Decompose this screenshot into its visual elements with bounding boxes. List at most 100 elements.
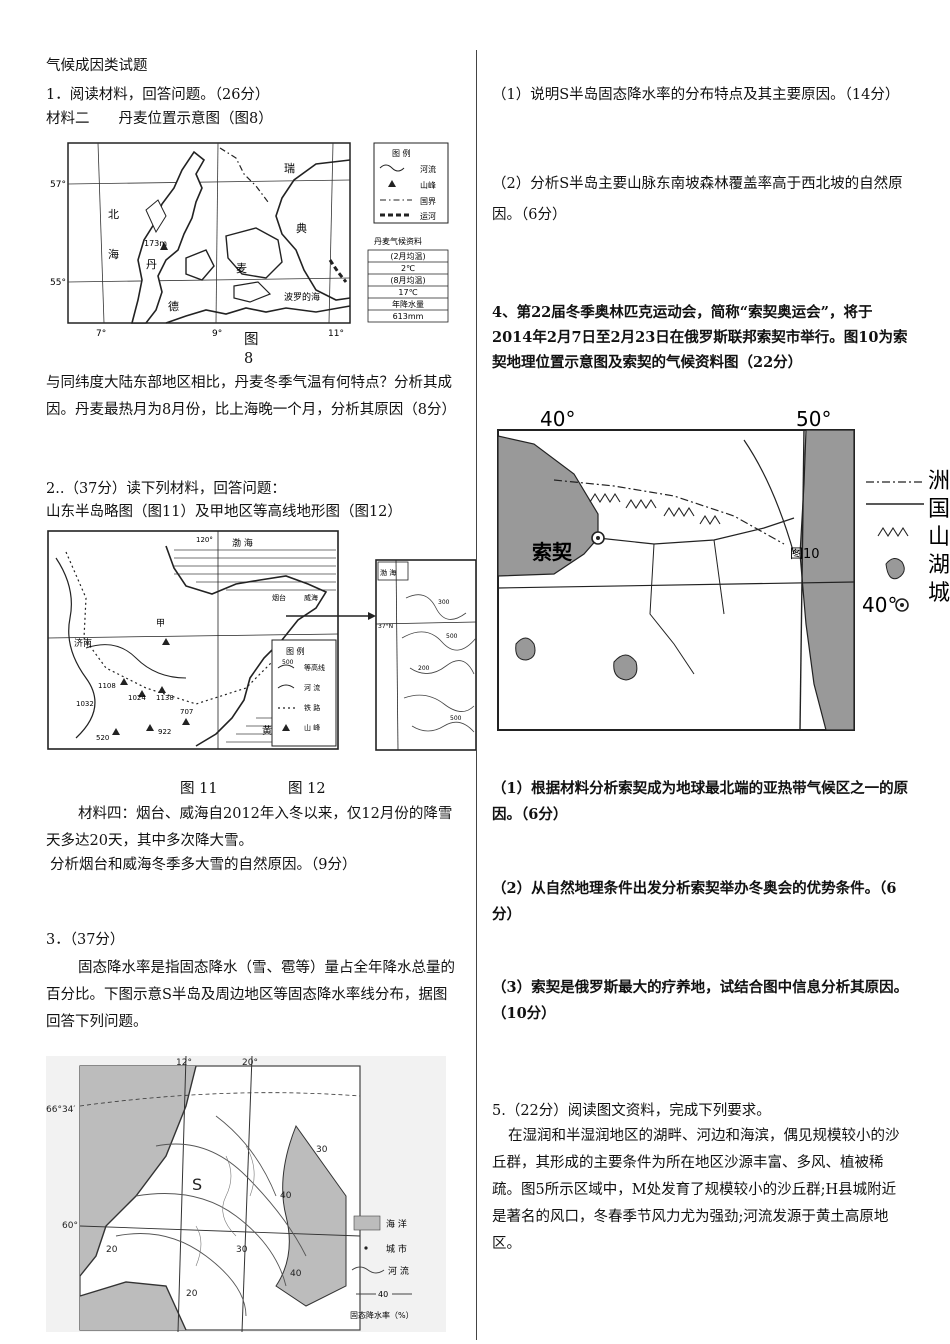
svg-text:17℃: 17℃ xyxy=(398,288,417,297)
scandinavia-legend: 海 洋 城 市 河 流 40 固态降水率（%） xyxy=(350,1215,414,1320)
svg-text:707: 707 xyxy=(180,708,193,716)
shandong-map: 120° 渤 海 烟台 威海 济南 甲 1108 1024 1032 1138 … xyxy=(47,530,476,751)
svg-text:613mm: 613mm xyxy=(393,312,424,321)
svg-text:图 例: 图 例 xyxy=(286,646,305,656)
svg-text:20: 20 xyxy=(106,1245,118,1255)
svg-text:2℃: 2℃ xyxy=(401,264,415,273)
scandinavia-map: 12° 20° 66°34′ 60° S 30 40 20 40 30 20 海… xyxy=(46,1056,446,1332)
q1-header: 1．阅读材料，回答问题。（26分） xyxy=(46,87,270,103)
lat-57: 57° xyxy=(50,180,66,190)
svg-text:河 流: 河 流 xyxy=(388,1265,409,1277)
q2-subheader: 山东半岛略图（图11）及甲地区等高线地形图（图12） xyxy=(46,504,402,520)
q5-body: 在湿润和半湿润地区的湖畔、河边和海滨，偶见规模较小的沙丘群，其形成的主要条件为所… xyxy=(492,1128,900,1252)
svg-text:济南: 济南 xyxy=(74,637,92,649)
svg-text:30: 30 xyxy=(236,1245,248,1255)
denmark-map: 57° 55° 7° 9° 11° 瑞 典 北 海 173m 丹 麦 波罗的海 … xyxy=(50,142,449,339)
svg-text:城: 城 xyxy=(928,581,950,606)
q4-intro: 4、第22届冬季奥林匹克运动会，简称“索契奥运会”，将于2014年2月7日至2月… xyxy=(492,304,908,371)
page-title: 气候成因类试题 xyxy=(46,58,148,74)
q4-sub1: （1）根据材料分析索契成为地球最北端的亚热带气候区之一的原因。（6分） xyxy=(492,780,909,823)
svg-text:200: 200 xyxy=(418,665,430,672)
svg-text:国: 国 xyxy=(928,497,950,522)
svg-text:山 峰: 山 峰 xyxy=(304,723,320,732)
lat-40: 40° xyxy=(862,593,897,617)
svg-text:1108: 1108 xyxy=(98,682,116,690)
q1-question: 与同纬度大陆东部地区相比，丹麦冬季气温有何特点？分析其成因。丹麦最热月为8月份，… xyxy=(46,375,456,418)
svg-text:300: 300 xyxy=(438,599,450,606)
climate-title: 丹麦气候资料 xyxy=(374,236,422,246)
lat-66: 66°34′ xyxy=(46,1105,75,1115)
q3-sub1: （1）说明S半岛固态降水率的分布特点及其主要原因。（14分） xyxy=(492,87,900,103)
svg-text:40: 40 xyxy=(280,1191,292,1201)
sochi-legend: 洲 国 山 湖 城 xyxy=(866,469,950,612)
svg-text:(8月均温): (8月均温) xyxy=(390,275,425,285)
q1-material: 材料二 丹麦位置示意图（图8） xyxy=(46,111,273,127)
q3-header: 3．（37分） xyxy=(46,932,125,948)
svg-text:年降水量: 年降水量 xyxy=(392,299,424,309)
label-mai: 麦 xyxy=(236,262,247,275)
svg-text:1138: 1138 xyxy=(156,694,174,702)
q4-sub2: （2）从自然地理条件出发分析索契举办冬奥会的优势条件。（6分） xyxy=(492,880,897,923)
svg-text:烟台: 烟台 xyxy=(272,593,286,602)
svg-text:渤 海: 渤 海 xyxy=(232,537,253,549)
column-divider xyxy=(476,50,477,1340)
svg-text:威海: 威海 xyxy=(304,593,318,602)
svg-text:洲: 洲 xyxy=(928,469,950,494)
svg-text:湖: 湖 xyxy=(928,553,950,578)
svg-text:山: 山 xyxy=(928,525,950,550)
svg-text:30: 30 xyxy=(316,1145,328,1155)
lat-60: 60° xyxy=(62,1221,78,1231)
svg-text:河流: 河流 xyxy=(420,164,436,174)
lon-9: 9° xyxy=(212,329,222,339)
svg-text:城 市: 城 市 xyxy=(386,1243,407,1255)
label-dan: 丹 xyxy=(146,258,157,271)
fig12-caption: 图 12 xyxy=(288,781,326,797)
lon-12: 12° xyxy=(176,1058,192,1068)
shandong-legend xyxy=(271,639,337,747)
label-de: 德 xyxy=(168,299,179,313)
svg-text:520: 520 xyxy=(96,734,109,742)
svg-text:500: 500 xyxy=(446,633,458,640)
label-sochi: 索契 xyxy=(532,540,573,564)
q2-header: 2..（37分）读下列材料，回答问题： xyxy=(46,481,286,497)
label-sea: 海 xyxy=(108,247,119,261)
lon-11: 11° xyxy=(328,329,344,339)
label-baltic: 波罗的海 xyxy=(284,291,320,303)
svg-text:等高线: 等高线 xyxy=(304,663,325,672)
svg-text:固态降水率（%）: 固态降水率（%） xyxy=(350,1310,414,1320)
fig11-caption: 图 11 xyxy=(180,781,218,797)
svg-text:图 例: 图 例 xyxy=(392,148,411,158)
lon-40: 40° xyxy=(540,407,575,431)
map-legend xyxy=(373,142,449,224)
label-S: S xyxy=(192,1175,202,1194)
lon-7: 7° xyxy=(96,329,106,339)
label-173m: 173m xyxy=(144,239,167,248)
q4-sub3: （3）索契是俄罗斯最大的疗养地，试结合图中信息分析其原因。（10分） xyxy=(492,979,909,1022)
svg-text:500: 500 xyxy=(282,659,294,666)
svg-text:500: 500 xyxy=(450,715,462,722)
svg-text:20: 20 xyxy=(186,1289,198,1299)
svg-text:922: 922 xyxy=(158,728,171,736)
sochi-map: 40° 50° 40° 索契 图10 洲 国 山 湖 城 xyxy=(497,407,950,731)
svg-text:1032: 1032 xyxy=(76,700,94,708)
svg-text:运河: 运河 xyxy=(420,211,436,221)
q2-question: 分析烟台和威海冬季多大雪的自然原因。（9分） xyxy=(50,857,357,873)
fig8-caption-1: 图 xyxy=(244,332,259,348)
lon-50: 50° xyxy=(796,407,831,431)
label-rui: 瑞 xyxy=(284,161,295,175)
svg-text:海 洋: 海 洋 xyxy=(386,1218,407,1230)
svg-text:河 流: 河 流 xyxy=(304,683,320,692)
svg-text:1024: 1024 xyxy=(128,694,146,702)
svg-text:37°N: 37°N xyxy=(378,623,393,630)
svg-text:山峰: 山峰 xyxy=(420,180,436,190)
svg-text:40: 40 xyxy=(378,1290,388,1299)
svg-text:40: 40 xyxy=(290,1269,302,1279)
svg-text:铁 路: 铁 路 xyxy=(304,703,320,712)
svg-text:120°: 120° xyxy=(196,536,213,544)
svg-text:(2月均温): (2月均温) xyxy=(390,251,425,261)
q5-header: 5.（22分）阅读图文资料，完成下列要求。 xyxy=(492,1103,771,1119)
lon-20: 20° xyxy=(242,1058,258,1068)
q3-sub2: （2）分析S半岛主要山脉东南坡森林覆盖率高于西北坡的自然原因。（6分） xyxy=(492,176,903,223)
fig10-caption: 图10 xyxy=(790,547,820,562)
svg-text:国界: 国界 xyxy=(420,197,436,206)
